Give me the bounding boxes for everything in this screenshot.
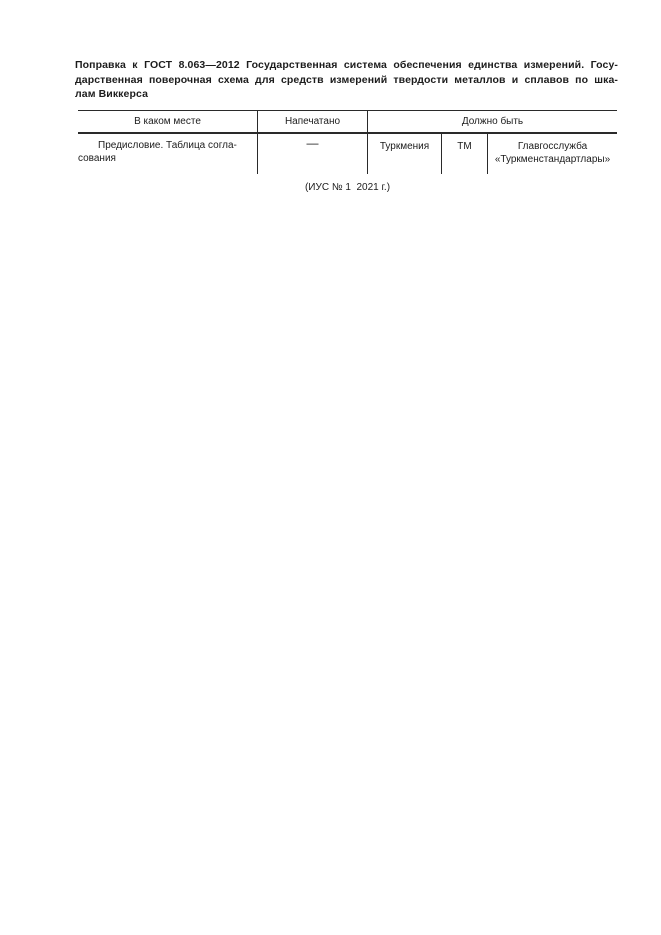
column-header-should-be: Должно быть (461, 116, 524, 127)
issue-note: (ИУС № 1 2021 г.) (304, 182, 391, 193)
title-line-3: лам Виккерса (75, 88, 149, 100)
cell-organization: Главгосслужба «Туркменстандартлары» (488, 134, 617, 174)
location-line-2: сования (78, 153, 116, 164)
table-data-row: Предисловие. Таблица согла- сования — Ту… (78, 134, 617, 174)
location-line-1: Предисловие. Таблица согла- (98, 140, 237, 151)
organization-line-2: «Туркменстандартлары» (494, 154, 611, 165)
column-header-location: В каком месте (78, 111, 258, 132)
title-line-1: Поправка к ГОСТ 8.063—2012 Государственн… (75, 59, 618, 71)
title-line-2: дарственная поверочная схема для средств… (75, 73, 618, 86)
cell-country: Туркмения (368, 134, 442, 174)
table-header-row: В каком месте Напечатано Должно быть (78, 111, 617, 134)
cell-should-be: Туркмения ТМ Главгосслужба «Туркменстанд… (368, 134, 617, 174)
correction-title: Поправка к ГОСТ 8.063—2012 Государственн… (75, 58, 618, 102)
column-header-printed: Напечатано (258, 111, 368, 132)
cell-printed: — (258, 134, 368, 174)
organization-line-1: Главгосслужба (517, 141, 588, 152)
cell-location: Предисловие. Таблица согла- сования (78, 134, 258, 174)
cell-country-code: ТМ (442, 134, 488, 174)
correction-table: В каком месте Напечатано Должно быть Пре… (78, 110, 617, 174)
